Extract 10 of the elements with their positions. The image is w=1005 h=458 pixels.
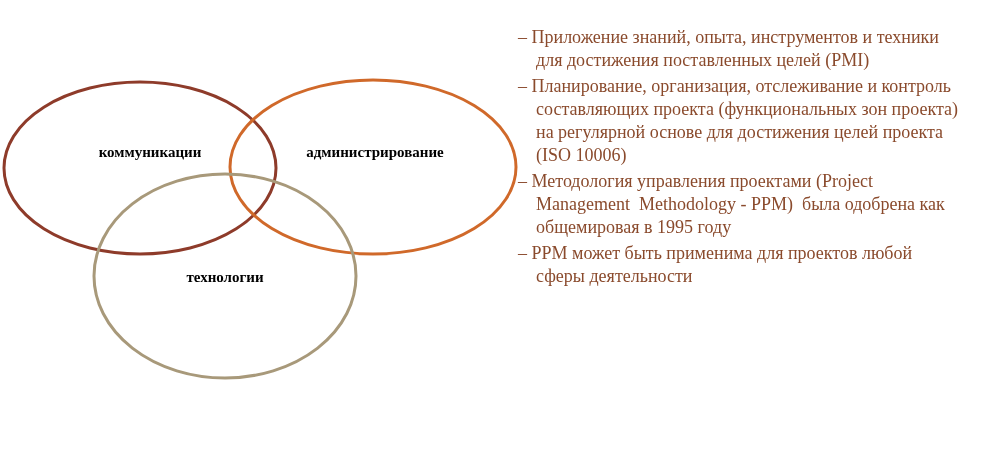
venn-circle — [228, 78, 518, 256]
circle-label: коммуникации — [98, 142, 202, 162]
venn-circle — [2, 80, 278, 256]
circle-label: технологии — [186, 267, 264, 287]
bullet-text: – Приложение знаний, опыта, инструментов и техники для достижения поставленных целей (PMI) — [518, 26, 940, 72]
bullet-text: – PPM может быть применима для проектов любой сферы деятельности — [518, 242, 914, 288]
bullet-text: – Методология управления проектами (Project Management Methodology - PPM) была одобрена как общемировая в 1995 году — [518, 170, 946, 239]
bullet-text: – Планирование, организация, отслеживание и контроль составляющих проекта (функциональных зон проекта) на регулярной основе для достижения целей проекта (ISO 10006) — [518, 75, 958, 167]
venn-circle — [92, 172, 358, 380]
circle-label: администрирование — [306, 142, 444, 162]
